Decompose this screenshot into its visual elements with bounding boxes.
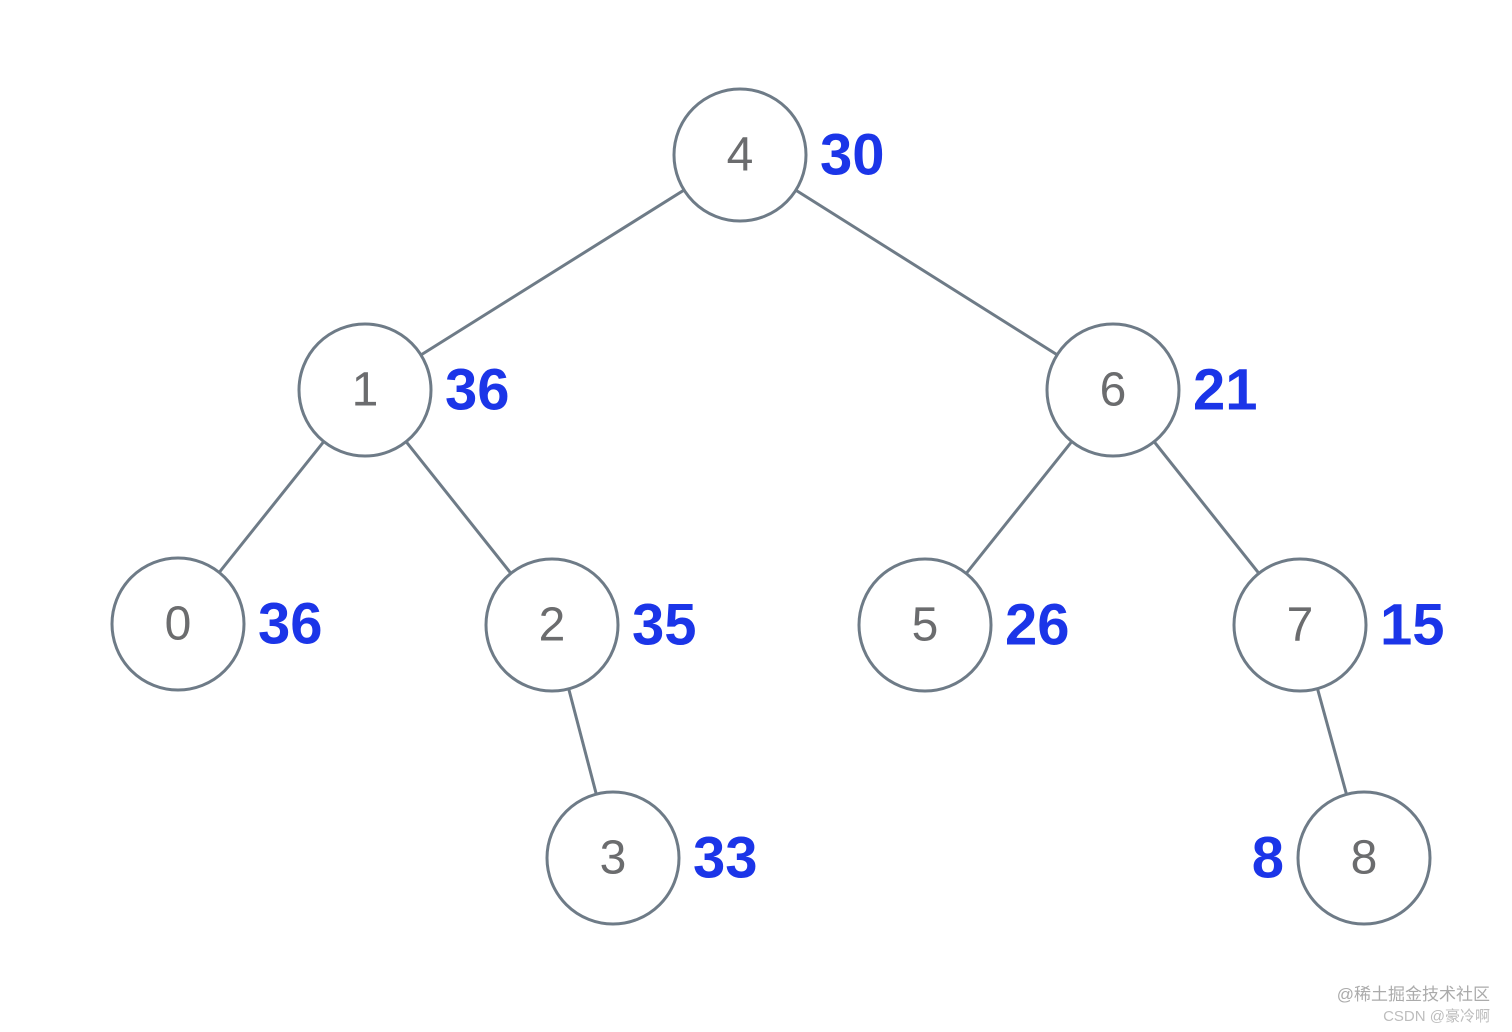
tree-edge-4-6 — [739, 153, 1114, 392]
tree-node-7: 7 15 — [1232, 557, 1445, 693]
tree-node-2: 2 35 — [484, 557, 697, 693]
node-circle — [297, 322, 433, 458]
node-value: 4 — [727, 129, 754, 182]
tree-node-1: 1 36 — [297, 322, 510, 458]
node-label: 36 — [445, 358, 510, 423]
node-label: 21 — [1193, 358, 1258, 423]
node-value: 3 — [600, 832, 627, 885]
tree-edge-4-1 — [364, 153, 741, 392]
tree-node-0: 0 36 — [110, 556, 323, 692]
node-value: 2 — [539, 599, 566, 652]
node-circle — [672, 87, 808, 223]
node-label: 26 — [1005, 593, 1070, 658]
node-label: 8 — [1252, 826, 1284, 891]
node-circle — [1232, 557, 1368, 693]
node-value: 6 — [1100, 364, 1127, 417]
tree-node-8: 88 — [1252, 790, 1432, 926]
tree-node-5: 5 26 — [857, 557, 1070, 693]
node-label: 35 — [632, 593, 697, 658]
node-circle — [857, 557, 993, 693]
node-circle — [110, 556, 246, 692]
watermark-author: CSDN @豪冷啊 — [1383, 1007, 1490, 1025]
node-circle — [1296, 790, 1432, 926]
node-value: 1 — [352, 364, 379, 417]
watermark: @稀土掘金技术社区 CSDN @豪冷啊 — [1337, 984, 1490, 1026]
node-label: 15 — [1380, 593, 1445, 658]
node-label: 30 — [820, 123, 885, 188]
tree-node-6: 6 21 — [1045, 322, 1258, 458]
node-circle — [484, 557, 620, 693]
node-value: 0 — [165, 598, 192, 651]
node-circle — [545, 790, 681, 926]
node-value: 7 — [1287, 599, 1314, 652]
node-value: 5 — [912, 599, 939, 652]
watermark-community: @稀土掘金技术社区 — [1336, 985, 1490, 1005]
node-circle — [1045, 322, 1181, 458]
node-value: 8 — [1351, 832, 1378, 885]
tree-node-4: 4 30 — [672, 87, 885, 223]
node-label: 33 — [693, 826, 758, 891]
node-label: 36 — [258, 592, 323, 657]
